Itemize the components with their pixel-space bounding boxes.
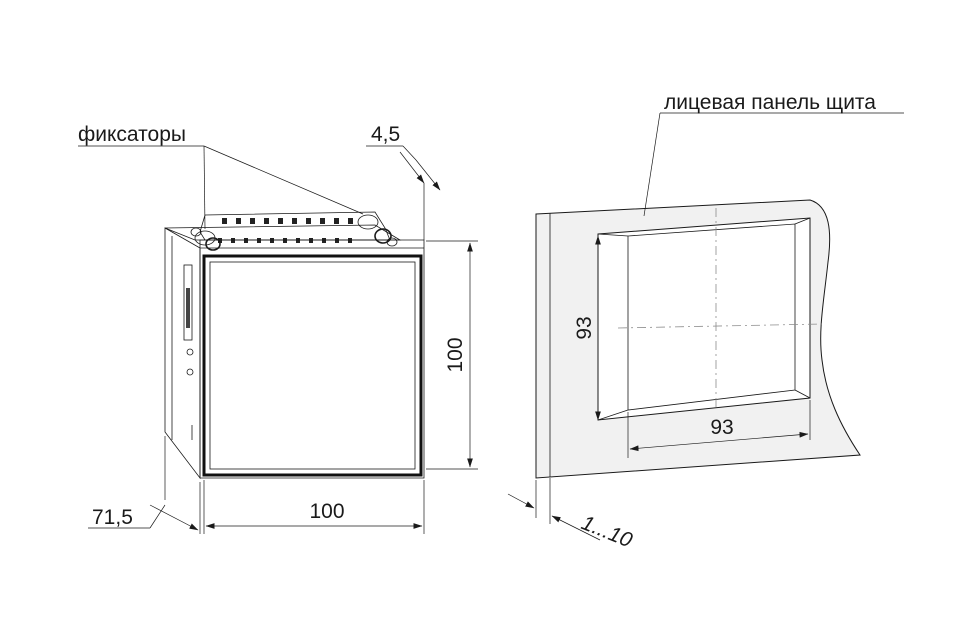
panel-face-label: лицевая панель щита: [664, 91, 876, 114]
panel-face: [535, 199, 861, 479]
thickness-label: 4,5: [371, 123, 400, 146]
latches-leader: [78, 145, 364, 230]
cutout-height-label: 93: [573, 316, 596, 339]
latch-right: [357, 214, 398, 247]
cutout-width-label: 93: [710, 416, 733, 439]
thickness-dimension: [366, 145, 441, 240]
panel-thickness-dimension: [507, 478, 601, 541]
latch-left: [190, 227, 221, 251]
depth-dimension: [88, 436, 201, 534]
width-label: 100: [309, 500, 344, 523]
panel-face-leader: [643, 112, 904, 217]
panel-thickness-label: 1...10: [578, 511, 636, 552]
latches-label: фиксаторы: [78, 123, 186, 146]
height-dimension: [426, 240, 478, 470]
cutout-centerlines: [617, 208, 823, 410]
cutout-width-dimension: [627, 400, 811, 458]
width-dimension: [203, 480, 425, 534]
depth-label: 71,5: [92, 506, 133, 529]
front-bezel: [199, 239, 425, 479]
height-label: 100: [444, 337, 467, 372]
